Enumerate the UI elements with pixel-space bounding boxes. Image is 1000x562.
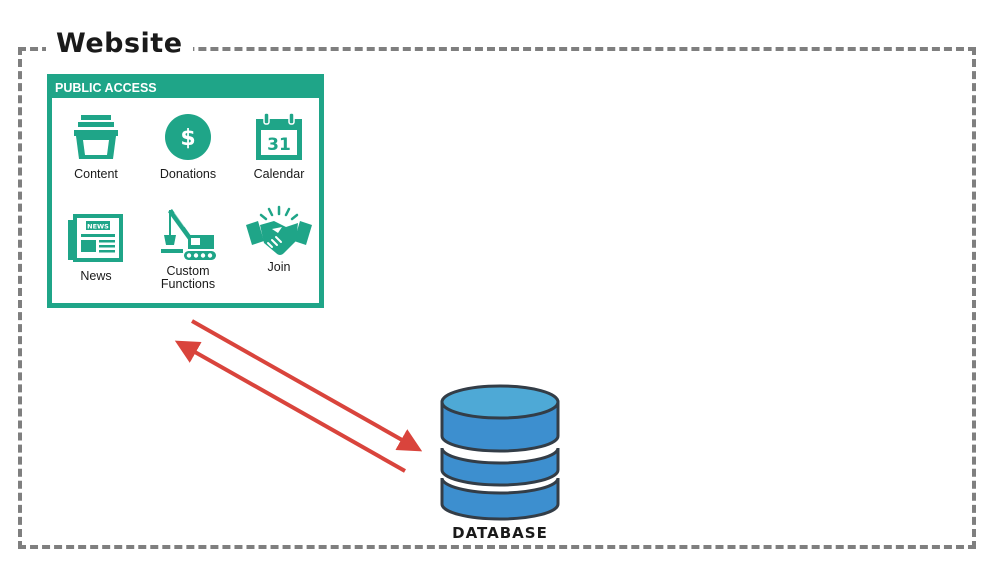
svg-text:$: $ [180, 126, 195, 151]
tile-label-donations: Donations [159, 167, 217, 181]
panel-header: PUBLIC ACCESS [52, 79, 319, 98]
newspaper-masthead: NEWS [87, 223, 109, 231]
website-boundary [18, 47, 976, 549]
tile-custom-functions[interactable]: Custom Functions [143, 205, 233, 291]
calendar-day-number: 31 [267, 135, 291, 155]
tile-calendar[interactable]: 31 Calendar [234, 112, 324, 181]
arrow-to-public-access [174, 340, 406, 473]
website-title: Website [46, 26, 193, 62]
database-icon [440, 384, 560, 521]
public-access-panel: PUBLIC ACCESS Content $ Donations 31 Cal… [47, 74, 324, 308]
newspaper-icon: NEWS [68, 214, 123, 262]
tile-label-custom-functions: Custom Functions [160, 264, 216, 291]
handshake-icon [246, 205, 312, 255]
database-label: DATABASE [452, 524, 548, 542]
crane-icon [161, 209, 216, 260]
dollar-coin-icon: $ [165, 114, 211, 160]
calendar-icon: 31 [256, 112, 302, 160]
tile-join[interactable]: Join [234, 205, 324, 274]
tile-content[interactable]: Content [51, 112, 141, 181]
tile-label-content: Content [74, 167, 118, 181]
tile-donations[interactable]: $ Donations [143, 112, 233, 181]
stacked-folders-icon [74, 115, 118, 159]
tile-news[interactable]: NEWS News [51, 212, 141, 283]
arrow-to-database [191, 319, 423, 452]
tile-label-news: News [80, 269, 112, 283]
tile-label-join: Join [267, 260, 291, 274]
tile-label-calendar: Calendar [253, 167, 305, 181]
